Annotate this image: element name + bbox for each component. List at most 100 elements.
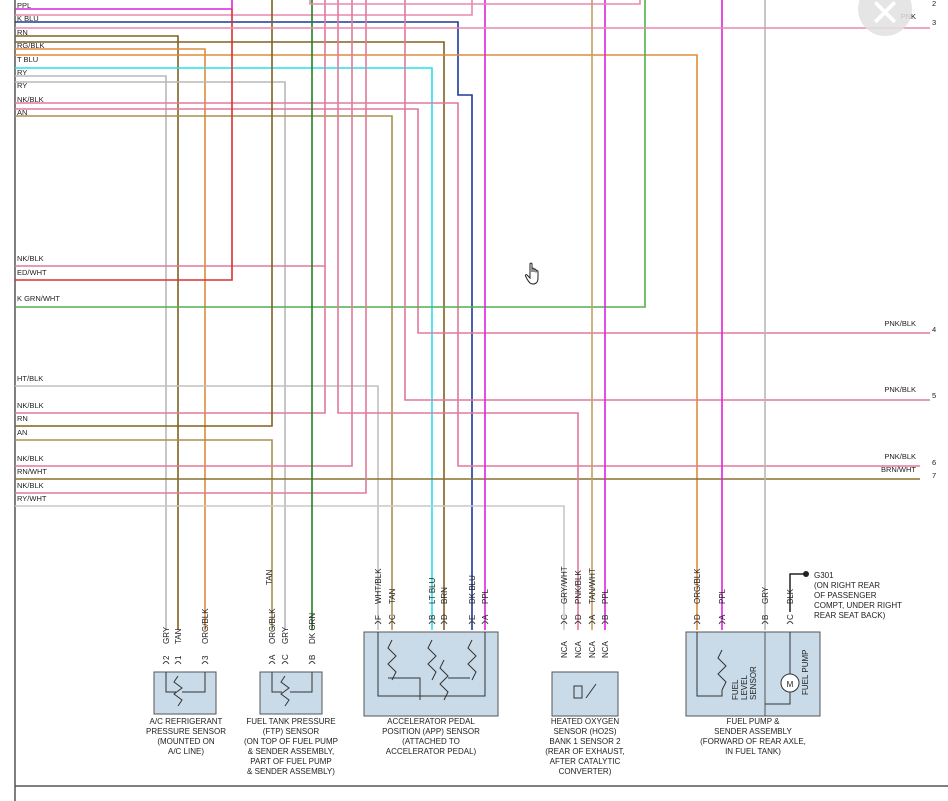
- fuelpump-pin-2-color: GRY: [761, 586, 770, 604]
- left-wire-label-3: RG/BLK: [17, 41, 45, 50]
- ho2s-pin-2-connector: [588, 621, 596, 625]
- ac-caption-line-2: (MOUNTED ON: [157, 737, 215, 746]
- ho2s-pin-1-color: PNK/BLK: [574, 570, 583, 604]
- app-caption-line-0: ACCELERATOR PEDAL: [387, 717, 475, 726]
- ho2s-nca-2: NCA: [588, 640, 597, 658]
- ftp-wiper: [271, 672, 282, 693]
- ho2s-pin-3-pin: B: [601, 615, 610, 620]
- wire-lt-blu-7: [15, 67, 433, 630]
- ho2s-sensor-box: [551, 671, 619, 717]
- ftp-pin-2-connector: [308, 661, 316, 665]
- wire-pnk-1: [15, 0, 473, 16]
- left-wire-label-0: PPL: [17, 1, 31, 10]
- left-wire-label-6: RY: [17, 81, 27, 90]
- wire-pnk-blk-25: [404, 0, 930, 401]
- ground-symbol-icon: [803, 571, 809, 577]
- fuelpump-caption-line-3: IN FUEL TANK): [725, 747, 781, 756]
- right-wire-number-1: 4: [932, 325, 936, 334]
- app-pin-5-connector: [481, 621, 489, 625]
- left-wire-label-7: NK/BLK: [17, 95, 44, 104]
- ho2s-nca-1: NCA: [574, 640, 583, 658]
- ftp-pin-2-pin: B: [308, 655, 317, 660]
- ac-wiper: [165, 672, 176, 693]
- app-caption-line-3: ACCELERATOR PEDAL): [386, 747, 477, 756]
- wire-tan-19: [15, 439, 273, 630]
- ac-pin-2-color: ORG/BLK: [201, 608, 210, 644]
- ftp-pin-2-color: DK GRN: [308, 613, 317, 644]
- wire-ppl-0: [15, 0, 233, 10]
- wire-pnk-blk-13: [15, 0, 326, 267]
- ftp-sensor-box: [259, 671, 323, 715]
- app-pin-2-connector: [428, 621, 436, 625]
- app-pin-2-color: LT BLU: [428, 577, 437, 604]
- ho2s-pin-3-connector: [601, 621, 609, 625]
- right-wire-label-3: PNK/BLK: [884, 452, 916, 461]
- wire-pnk-blk-11: [15, 108, 930, 334]
- left-wire-label-5: RY: [17, 68, 27, 77]
- ac-caption-line-0: A/C REFRIGERANT: [150, 717, 223, 726]
- motor-letter: M: [787, 680, 794, 689]
- app-pin-3-color: BRN: [440, 587, 449, 604]
- right-wire-number-4: 7: [932, 471, 936, 480]
- ftp-caption-line-1: (FTP) SENSOR: [263, 727, 320, 736]
- left-wire-label-16: NK/BLK: [17, 454, 44, 463]
- fuelpump-pin-1-color: PPL: [718, 588, 727, 604]
- ho2s-caption-line-4: AFTER CATALYTIC: [550, 757, 621, 766]
- wire-dk-blu-2: [15, 21, 473, 630]
- ac-resistor: [173, 675, 183, 707]
- wire-gry-wht-23: [15, 505, 565, 630]
- left-wire-label-9: NK/BLK: [17, 254, 44, 263]
- ground-desc-0: (ON RIGHT REAR: [814, 581, 880, 590]
- fuelpump-pin-2-connector: [761, 621, 769, 625]
- left-wire-label-18: NK/BLK: [17, 481, 44, 490]
- wire-wht-blk-16: [15, 385, 379, 630]
- ho2s-pin-2-pin: A: [588, 614, 597, 620]
- app-resistor-4: [467, 639, 477, 681]
- ho2s-pin-3-color: PPL: [601, 588, 610, 604]
- wire-red-wht-14: [15, 9, 233, 281]
- ho2s-pin-1-connector: [574, 621, 582, 625]
- ho2s-element: [585, 683, 597, 699]
- ho2s-caption-line-3: (REAR OF EXHAUST,: [545, 747, 625, 756]
- left-wire-label-2: RN: [17, 28, 28, 37]
- tan-splice-label: TAN: [265, 569, 274, 585]
- ho2s-pin-0-connector: [560, 621, 568, 625]
- fuelpump-pin-2-pin: B: [761, 615, 770, 620]
- ftp-caption-line-0: FUEL TANK PRESSURE: [246, 717, 335, 726]
- fuelpump-pin-0-connector: [693, 621, 701, 625]
- fuelpump-caption-line-1: SENDER ASSEMBLY: [714, 727, 792, 736]
- ftp-pin-0-color: ORG/BLK: [268, 608, 277, 644]
- app-pin-5-color: PPL: [481, 588, 490, 604]
- ac-caption-line-1: PRESSURE SENSOR: [146, 727, 226, 736]
- ftp-caption-line-3: & SENDER ASSEMBLY,: [248, 747, 334, 756]
- wire-gry-8: [15, 75, 167, 630]
- ho2s-caption-line-1: SENSOR (HO2S): [553, 727, 616, 736]
- ac-pin-0-color: GRY: [162, 626, 171, 644]
- right-wire-number-0: 3: [932, 18, 936, 27]
- ho2s-pin-2-color: TAN/WHT: [588, 568, 597, 604]
- app-wiper-1: [388, 677, 421, 700]
- app-pin-0-color: WHT/BLK: [374, 568, 383, 604]
- ground-id: G301: [814, 571, 834, 580]
- app-caption-line-1: POSITION (APP) SENSOR: [382, 727, 480, 736]
- app-pin-1-connector: [388, 621, 396, 625]
- fuelpump-pin-3-connector: [786, 621, 794, 625]
- fuelpump-assembly-box: [685, 631, 821, 717]
- app-resistor-1: [387, 639, 397, 681]
- fuelpump-pin-1-connector: [718, 621, 726, 625]
- ftp-pin-1-pin: C: [281, 654, 290, 660]
- fuel-level-label-1: LEVEL: [740, 675, 749, 700]
- wire-brn-18: [15, 0, 273, 427]
- app-sensor-box: [363, 631, 499, 717]
- left-wire-label-10: ED/WHT: [17, 268, 47, 277]
- ftp-caption-line-5: & SENDER ASSEMBLY): [247, 767, 335, 776]
- fuelpump-pin-0-color: ORG/BLK: [693, 568, 702, 604]
- fuelpump-pin-3-pin: C: [786, 614, 795, 620]
- ac-pin-1-pin: 1: [174, 655, 183, 660]
- ftp-caption-line-4: PART OF FUEL PUMP: [250, 757, 332, 766]
